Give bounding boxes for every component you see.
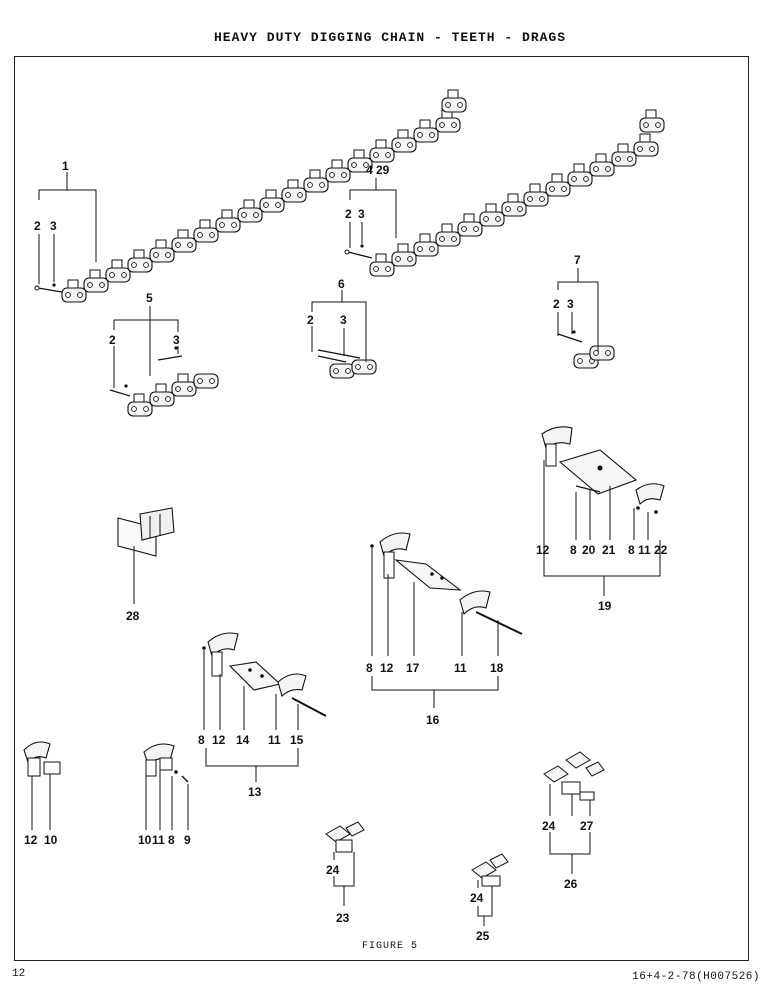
chain-section-5 bbox=[109, 346, 219, 417]
tooth-assembly-25 bbox=[471, 853, 509, 887]
callout-12: 12 bbox=[380, 661, 394, 675]
callout-17: 17 bbox=[406, 661, 420, 675]
chain-assembly-1 bbox=[34, 89, 467, 303]
callout-7: 7 bbox=[574, 253, 581, 267]
drag-assembly-19 bbox=[541, 426, 665, 514]
page-number: 12 bbox=[12, 968, 26, 980]
callout-13: 13 bbox=[248, 785, 262, 799]
callout-2: 2 bbox=[345, 207, 352, 221]
offset-link-7 bbox=[557, 330, 615, 369]
callout-24: 24 bbox=[470, 891, 484, 905]
callout-3: 3 bbox=[340, 313, 347, 327]
callout-2: 2 bbox=[307, 313, 314, 327]
callout-24: 24 bbox=[326, 863, 340, 877]
callout-21: 21 bbox=[602, 543, 616, 557]
callout-20: 20 bbox=[582, 543, 596, 557]
figure-caption: FIGURE 5 bbox=[361, 941, 418, 952]
callout-3: 3 bbox=[358, 207, 365, 221]
callout-15: 15 bbox=[290, 733, 304, 747]
callout-12: 12 bbox=[212, 733, 226, 747]
drag-plate-28 bbox=[117, 507, 175, 557]
callout-12: 12 bbox=[24, 833, 38, 847]
callout-27: 27 bbox=[580, 819, 594, 833]
callout-14: 14 bbox=[236, 733, 250, 747]
tooth-12-10 bbox=[23, 741, 61, 777]
callout-8: 8 bbox=[366, 661, 373, 675]
callout-2: 2 bbox=[553, 297, 560, 311]
callout-28: 28 bbox=[126, 609, 140, 623]
callout-numbers: 1 2 3 4 29 2 3 5 2 3 6 2 3 7 2 3 28 12 8… bbox=[24, 159, 668, 943]
leader-lines bbox=[31, 172, 661, 926]
callout-11: 11 bbox=[638, 543, 651, 557]
callout-23: 23 bbox=[336, 911, 350, 925]
connecting-link-6 bbox=[317, 349, 377, 379]
callout-9: 9 bbox=[184, 833, 191, 847]
callout-11: 11 bbox=[152, 833, 165, 847]
callout-11: 11 bbox=[268, 733, 281, 747]
callout-2: 2 bbox=[109, 333, 116, 347]
callout-1: 1 bbox=[62, 159, 69, 173]
callout-8: 8 bbox=[168, 833, 175, 847]
callout-19: 19 bbox=[598, 599, 612, 613]
callout-3: 3 bbox=[50, 219, 57, 233]
callout-18: 18 bbox=[490, 661, 504, 675]
callout-3: 3 bbox=[567, 297, 574, 311]
chain-assembly-4-29 bbox=[344, 109, 665, 277]
callout-25: 25 bbox=[476, 929, 490, 943]
callout-26: 26 bbox=[564, 877, 578, 891]
document-reference: 16+4-2-78(H007526) bbox=[632, 971, 760, 983]
callout-8: 8 bbox=[628, 543, 635, 557]
page-title: HEAVY DUTY DIGGING CHAIN - TEETH - DRAGS bbox=[213, 30, 567, 45]
tooth-assembly-23 bbox=[325, 821, 365, 853]
drag-assembly-13 bbox=[202, 632, 327, 717]
callout-3: 3 bbox=[173, 333, 180, 347]
figure-frame bbox=[14, 56, 749, 961]
callout-2: 2 bbox=[34, 219, 41, 233]
callout-11: 11 bbox=[454, 661, 467, 675]
tooth-assembly-26 bbox=[543, 751, 605, 801]
callout-16: 16 bbox=[426, 713, 440, 727]
callout-24: 24 bbox=[542, 819, 556, 833]
tooth-10-11 bbox=[143, 743, 189, 783]
callout-10: 10 bbox=[44, 833, 58, 847]
callout-8: 8 bbox=[198, 733, 205, 747]
callout-4-29: 4 29 bbox=[366, 163, 390, 177]
callout-8: 8 bbox=[570, 543, 577, 557]
callout-12: 12 bbox=[536, 543, 550, 557]
drag-assembly-16 bbox=[370, 532, 523, 635]
callout-5: 5 bbox=[146, 291, 153, 305]
callout-22: 22 bbox=[654, 543, 668, 557]
callout-10: 10 bbox=[138, 833, 152, 847]
callout-6: 6 bbox=[338, 277, 345, 291]
